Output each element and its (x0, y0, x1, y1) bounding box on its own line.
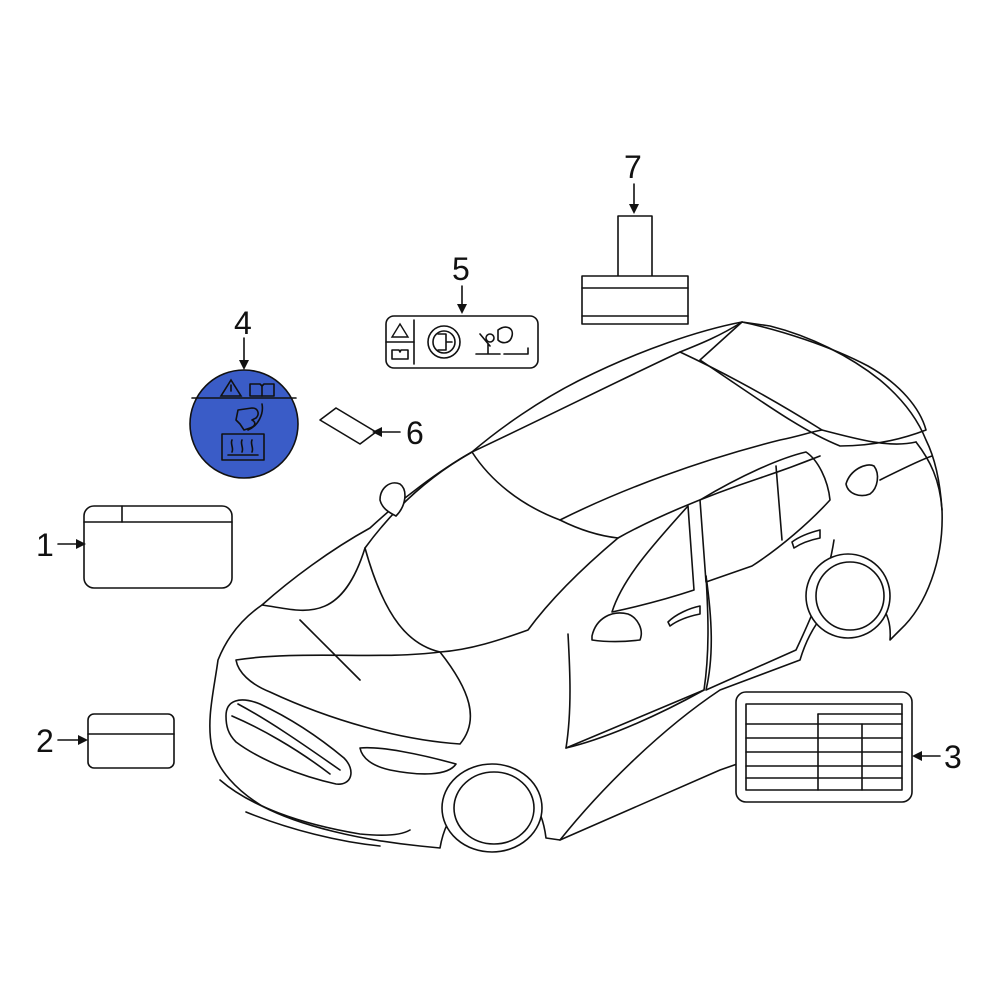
warning-triangle-icon (390, 322, 410, 338)
globe-icon (427, 325, 461, 359)
left-mirror (379, 482, 406, 517)
headlight (359, 746, 457, 775)
heater-icon (221, 433, 265, 461)
callout-6: 6 (406, 415, 424, 451)
front-grille (225, 699, 352, 785)
label-card-1 (83, 505, 233, 589)
part-7-tee-label[interactable] (581, 215, 689, 325)
manual-book-icon (249, 383, 275, 397)
roof-line-inner (679, 351, 917, 445)
manual-book-icon (391, 349, 409, 360)
front-door (565, 575, 709, 749)
label-card-2 (87, 713, 175, 769)
label-card-6 (319, 407, 377, 445)
highlighted-label-disc (189, 369, 299, 479)
roof-line (471, 321, 743, 453)
door-handle-front (667, 605, 701, 627)
part-1-label[interactable] (83, 505, 233, 589)
door-handle-rear (791, 529, 821, 549)
callout-2: 2 (36, 723, 54, 759)
callout-5: 5 (452, 251, 470, 287)
part-3-tire-label[interactable] (735, 691, 913, 803)
side-window-front (611, 505, 695, 613)
hand-icon (235, 407, 259, 431)
car-illustration (209, 321, 943, 853)
label-table (745, 703, 903, 791)
label-tab-7 (617, 215, 653, 279)
part-2-label[interactable] (87, 713, 175, 769)
callout-7: 7 (624, 149, 642, 185)
part-4-warning-label[interactable] (189, 369, 299, 479)
side-mirror (591, 612, 643, 643)
label-card-3 (735, 691, 913, 803)
fuel-door (845, 464, 879, 497)
side-window-rear (699, 451, 831, 583)
rear-wheel (805, 553, 891, 639)
callout-4: 4 (234, 305, 252, 341)
rear-window (699, 321, 927, 447)
front-wheel (441, 763, 543, 853)
hood (235, 547, 472, 745)
part-6-small-label[interactable] (319, 407, 377, 445)
part-5-airbag-label[interactable] (385, 315, 539, 369)
callout-arrows (57, 183, 941, 761)
callout-3: 3 (944, 739, 962, 775)
airbag-icon (475, 326, 529, 355)
callout-1: 1 (36, 527, 54, 563)
warning-triangle-icon (219, 378, 243, 397)
